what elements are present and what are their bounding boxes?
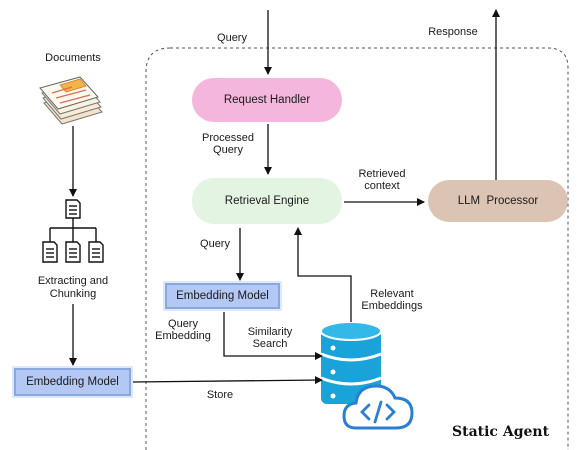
edge-label-response: Response <box>428 26 478 38</box>
static-agent-region <box>145 47 569 450</box>
retrieval-engine-label: Retrieval Engine <box>224 195 310 207</box>
edge-label-similarity-search: Similarity Search <box>238 326 302 350</box>
retrieved-context-line-2: context <box>364 180 400 192</box>
arrow-embed-to-db <box>223 312 323 360</box>
embedding-model-inner-label: Embedding Model <box>176 290 269 302</box>
edge-label-relevant-embeddings: Relevant Embeddings <box>356 288 428 312</box>
retrieved-context-line-1: Retrieved <box>358 168 406 180</box>
static-agent-title: Static Agent <box>452 424 550 440</box>
similarity-search-line-1: Similarity <box>247 326 293 338</box>
edge-label-query-mid: Query <box>200 238 230 250</box>
extracting-chunking-label: Extracting and Chunking <box>37 275 109 300</box>
documents-stack-icon <box>39 76 103 125</box>
edge-label-query-embedding: Query Embedding <box>150 318 216 342</box>
embedding-model-left-node: Embedding Model <box>14 368 131 396</box>
similarity-search-line-2: Search <box>252 338 288 350</box>
embedding-model-left-label: Embedding Model <box>26 376 119 388</box>
relevant-embeddings-line-2: Embeddings <box>361 300 423 312</box>
edge-label-store: Store <box>206 389 234 401</box>
embedding-model-inner-node: Embedding Model <box>165 283 280 309</box>
llm-processor-node: LLM Processor <box>428 180 568 222</box>
arrow-store <box>131 376 323 385</box>
query-embedding-line-2: Embedding <box>155 330 211 342</box>
retrieval-engine-node: Retrieval Engine <box>192 178 342 224</box>
edge-label-processed-query: Processed Query <box>196 132 260 156</box>
database-icon <box>320 321 382 404</box>
relevant-embeddings-line-1: Relevant <box>370 288 414 300</box>
query-embedding-line-1: Query <box>168 318 198 330</box>
cloud-code-icon <box>342 384 414 430</box>
edge-label-retrieved-context: Retrieved context <box>350 168 414 192</box>
document-hierarchy-icon <box>42 199 104 263</box>
arrow-db-to-retrieval <box>294 227 352 322</box>
llm-processor-label: LLM Processor <box>457 195 539 207</box>
edge-label-query-top: Query <box>217 32 247 44</box>
processed-query-line-1: Processed <box>202 132 254 144</box>
request-handler-label: Request Handler <box>223 94 311 106</box>
processed-query-line-2: Query <box>213 144 243 156</box>
request-handler-node: Request Handler <box>192 78 342 122</box>
documents-label: Documents <box>45 52 101 64</box>
